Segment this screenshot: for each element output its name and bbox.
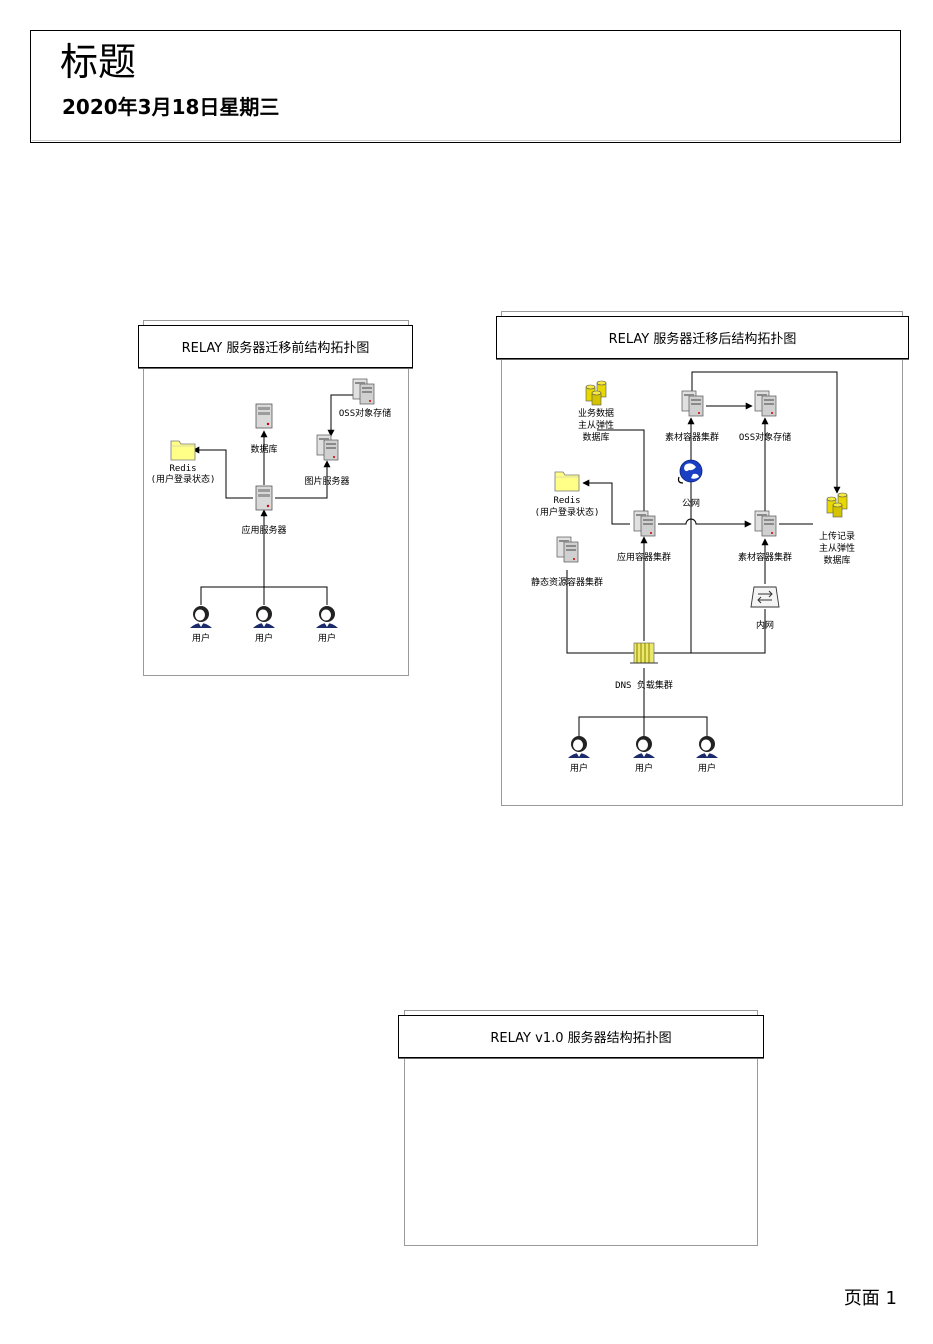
database-icon: [255, 403, 273, 429]
node-label: 素材容器集群: [665, 431, 719, 443]
globe-icon: [677, 459, 703, 484]
diagram-v1-title: RELAY v1.0 服务器结构拓扑图: [398, 1015, 764, 1058]
node-label: 用户: [635, 762, 653, 774]
diagram-after: 业务数据 主从弹性 数据库 素材容器集群 OSS对象存储 公网 Redis (用…: [531, 371, 855, 774]
load-balancer-icon: [629, 642, 659, 664]
user-icon: [696, 736, 718, 758]
redis-folder-icon: [554, 471, 580, 492]
node-label: 静态资源容器集群: [531, 576, 603, 588]
node-label: 应用容器集群: [617, 551, 671, 563]
node-label: 用户: [255, 632, 273, 644]
switch-icon: [750, 586, 780, 608]
diagram-before: 数据库 OSS对象存储 图片服务器 Redis (用户登录状态) 应用服务器 用…: [151, 378, 391, 644]
page-title: 标题: [60, 40, 137, 84]
redis-folder-icon: [170, 440, 196, 461]
node-label: 数据库: [823, 554, 850, 566]
node-label: 素材容器集群: [738, 551, 792, 563]
node-label: 用户: [570, 762, 588, 774]
node-label: 业务数据: [578, 407, 614, 419]
node-label: 用户: [698, 762, 716, 774]
node-label: 图片服务器: [304, 475, 349, 487]
node-label: 数据库: [582, 431, 609, 443]
user-icon: [190, 606, 212, 628]
diagram-after-title: RELAY 服务器迁移后结构拓扑图: [496, 316, 909, 359]
user-icon: [568, 736, 590, 758]
node-label: OSS对象存储: [339, 407, 391, 419]
node-label: 用户: [192, 632, 210, 644]
node-label: 数据库: [250, 443, 277, 455]
node-label: 用户: [318, 632, 336, 644]
cluster-icon: [633, 510, 656, 537]
database-icon: [585, 380, 607, 406]
node-label: 主从弹性: [819, 542, 855, 554]
node-label: 公网: [682, 498, 700, 509]
node-label: OSS对象存储: [739, 431, 791, 443]
header-divider: [32, 140, 900, 141]
header-box: [30, 30, 901, 143]
node-label: DNS 负载集群: [615, 679, 673, 691]
database-icon: [826, 492, 848, 518]
oss-storage-icon: [754, 390, 777, 417]
oss-storage-icon: [352, 378, 375, 405]
node-label: 主从弹性: [578, 419, 614, 431]
user-icon: [633, 736, 655, 758]
cluster-icon: [556, 536, 579, 563]
node-label: Redis: [169, 464, 196, 474]
node-label: 上传记录: [819, 530, 855, 542]
node-label: (用户登录状态): [151, 473, 216, 485]
app-server-icon: [255, 485, 273, 511]
user-icon: [253, 606, 275, 628]
page-number: 页面 1: [843, 1288, 897, 1309]
diagram-before-title: RELAY 服务器迁移前结构拓扑图: [138, 325, 413, 368]
cluster-icon: [681, 390, 704, 417]
node-label: Redis: [553, 496, 580, 506]
node-label: (用户登录状态): [535, 506, 600, 518]
cluster-icon: [754, 510, 777, 537]
image-server-icon: [316, 434, 339, 461]
user-icon: [316, 606, 338, 628]
node-label: 内网: [756, 619, 774, 631]
page-date: 2020年3月18日星期三: [62, 95, 280, 119]
node-label: 应用服务器: [241, 524, 286, 536]
